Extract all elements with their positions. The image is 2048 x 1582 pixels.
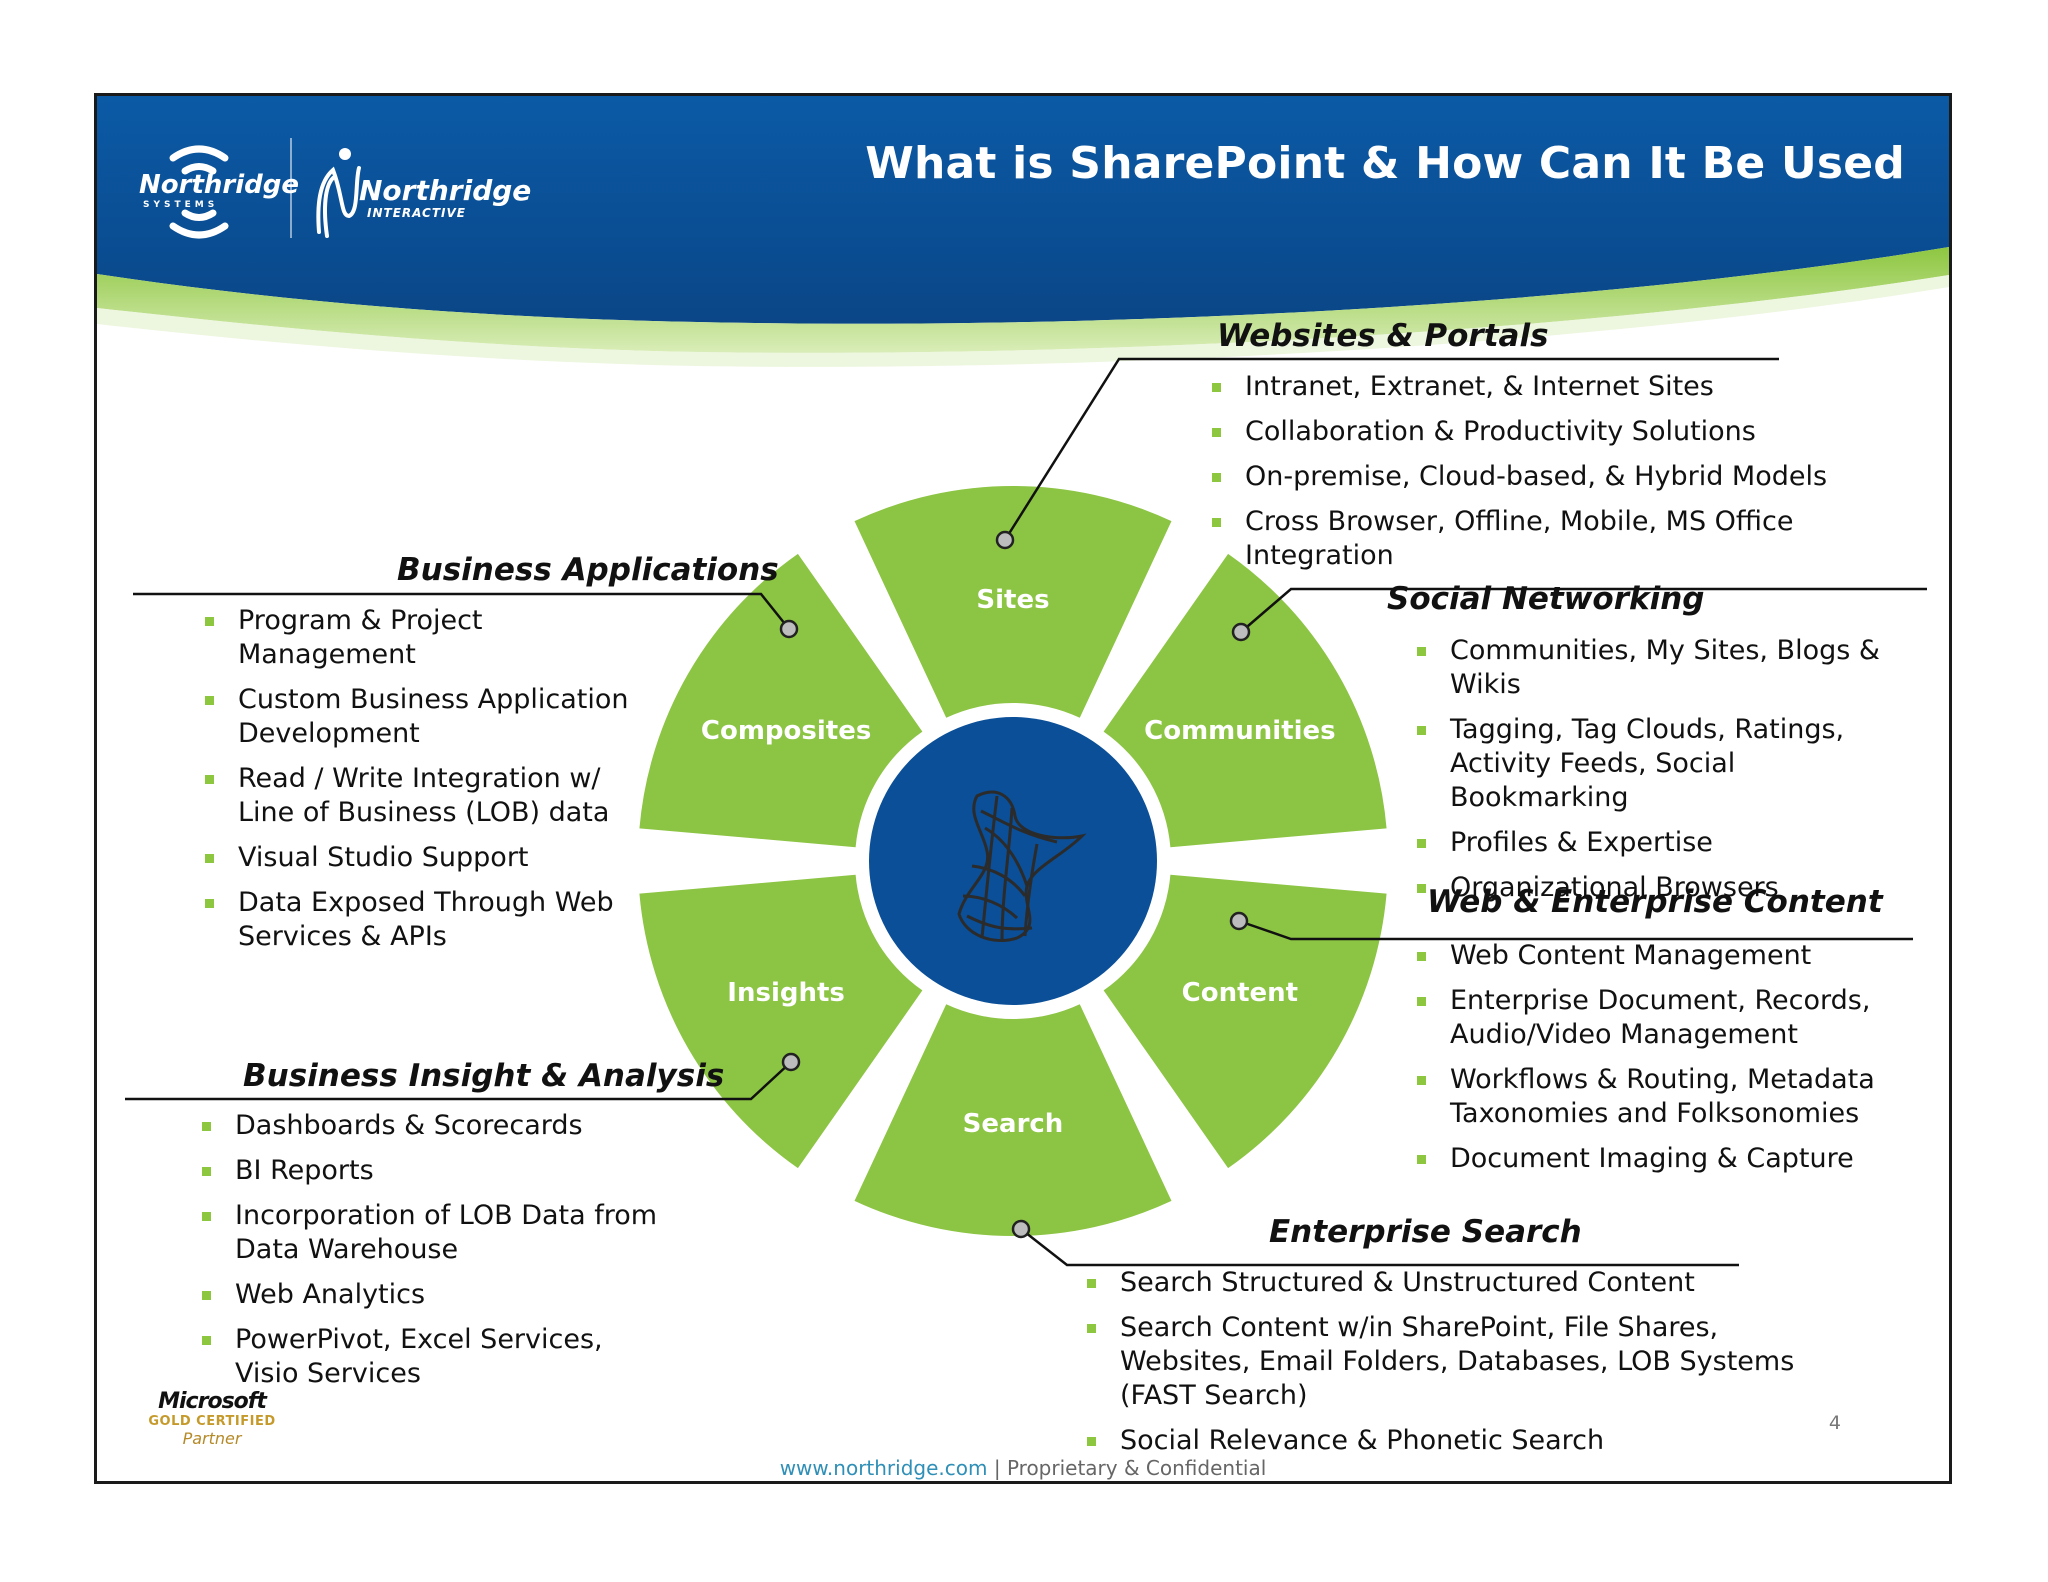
- microsoft-wordmark: Microsoft: [158, 1389, 267, 1414]
- list-item: Collaboration & Productivity Solutions: [1212, 415, 1932, 449]
- wheel-label-search: Search: [963, 1109, 1064, 1139]
- list-item: Visual Studio Support: [205, 841, 655, 875]
- list-item: Data Exposed Through Web Services & APIs: [205, 886, 655, 954]
- content-list: Web Content Management Enterprise Docume…: [1417, 939, 1887, 1187]
- wheel-label-insights: Insights: [727, 978, 845, 1008]
- sharepoint-logo-icon: [957, 790, 1087, 943]
- content-heading: Web & Enterprise Content: [1427, 884, 1883, 920]
- logo-right-name: Northridge: [359, 174, 532, 207]
- list-item: Communities, My Sites, Blogs & Wikis: [1417, 634, 1917, 702]
- callout-knob-icon: [995, 530, 1015, 550]
- wheel-segment-search: [854, 1004, 1172, 1236]
- business-apps-heading: Business Applications: [397, 552, 779, 588]
- websites-list: Intranet, Extranet, & Internet Sites Col…: [1212, 370, 1932, 584]
- wheel-segment-insights: [639, 874, 923, 1169]
- list-item: Dashboards & Scorecards: [202, 1109, 672, 1143]
- footer-url[interactable]: www.northridge.com: [779, 1456, 988, 1480]
- gold-certified-label: GOLD CERTIFIED: [148, 1414, 276, 1429]
- page-title: What is SharePoint & How Can It Be Used: [865, 138, 1905, 189]
- list-item: Tagging, Tag Clouds, Ratings, Activity F…: [1417, 713, 1917, 815]
- logo-left-name: Northridge: [139, 170, 299, 200]
- list-item: Incorporation of LOB Data from Data Ware…: [202, 1199, 672, 1267]
- wheel-segment-content: [1103, 874, 1387, 1169]
- page-number: 4: [1828, 1412, 1841, 1434]
- list-item: Custom Business Application Development: [205, 683, 655, 751]
- list-item: Profiles & Expertise: [1417, 826, 1917, 860]
- list-item: Intranet, Extranet, & Internet Sites: [1212, 370, 1932, 404]
- list-item: Workflows & Routing, Metadata Taxonomies…: [1417, 1063, 1887, 1131]
- list-item: Cross Browser, Offline, Mobile, MS Offic…: [1212, 505, 1932, 573]
- list-item: Web Content Management: [1417, 939, 1887, 973]
- northridge-interactive-logo-icon: [316, 148, 361, 238]
- insight-list: Dashboards & Scorecards BI Reports Incor…: [202, 1109, 672, 1402]
- footer-separator: |: [993, 1456, 1001, 1480]
- footer: www.northridge.com | Proprietary & Confi…: [97, 1456, 1949, 1480]
- callout-knob-icon: [1229, 911, 1249, 931]
- wheel-center: [869, 717, 1157, 1005]
- list-item: Search Content w/in SharePoint, File Sha…: [1087, 1311, 1847, 1413]
- footer-text: Proprietary & Confidential: [1006, 1456, 1267, 1480]
- list-item: Social Relevance & Phonetic Search: [1087, 1424, 1847, 1458]
- wheel-segment-composites: [639, 553, 923, 848]
- insight-heading: Business Insight & Analysis: [243, 1058, 725, 1094]
- wheel-segment-communities: [1103, 553, 1387, 848]
- search-heading: Enterprise Search: [1269, 1214, 1582, 1250]
- wheel-label-composites: Composites: [701, 716, 871, 746]
- business-apps-list: Program & Project Management Custom Busi…: [205, 604, 655, 965]
- slide: Northridge SYSTEMS Northridge INTERACTIV…: [94, 93, 1952, 1484]
- list-item: Web Analytics: [202, 1278, 672, 1312]
- partner-label: Partner: [182, 1429, 242, 1448]
- list-item: BI Reports: [202, 1154, 672, 1188]
- list-item: Search Structured & Unstructured Content: [1087, 1266, 1847, 1300]
- list-item: Program & Project Management: [205, 604, 655, 672]
- callout-knob-icon: [781, 1052, 801, 1072]
- wheel-segment-sites: [854, 486, 1172, 718]
- social-list: Communities, My Sites, Blogs & Wikis Tag…: [1417, 634, 1917, 916]
- list-item: Enterprise Document, Records, Audio/Vide…: [1417, 984, 1887, 1052]
- wheel-label-content: Content: [1182, 978, 1298, 1008]
- callout-lines: [125, 357, 1927, 1267]
- list-item: Read / Write Integration w/ Line of Busi…: [205, 762, 655, 830]
- websites-heading: Websites & Portals: [1217, 318, 1549, 354]
- list-item: On-premise, Cloud-based, & Hybrid Models: [1212, 460, 1932, 494]
- header-banner: [97, 96, 1949, 367]
- wheel-label-communities: Communities: [1144, 716, 1336, 746]
- list-item: Document Imaging & Capture: [1417, 1142, 1887, 1176]
- list-item: PowerPivot, Excel Services, Visio Servic…: [202, 1323, 672, 1391]
- search-list: Search Structured & Unstructured Content…: [1087, 1266, 1847, 1469]
- microsoft-partner-badge: Microsoft GOLD CERTIFIED Partner: [147, 1389, 277, 1448]
- callout-knob-icon: [779, 619, 799, 639]
- list-item: Organizational Browsers: [1417, 871, 1917, 905]
- logo-right-sub: INTERACTIVE: [367, 206, 466, 220]
- callout-knob-icon: [1231, 622, 1251, 642]
- northridge-systems-logo-icon: [169, 145, 229, 239]
- wheel-label-sites: Sites: [976, 585, 1049, 615]
- callout-knob-icon: [1011, 1219, 1031, 1239]
- social-heading: Social Networking: [1387, 581, 1705, 617]
- logo-left-sub: SYSTEMS: [143, 200, 219, 210]
